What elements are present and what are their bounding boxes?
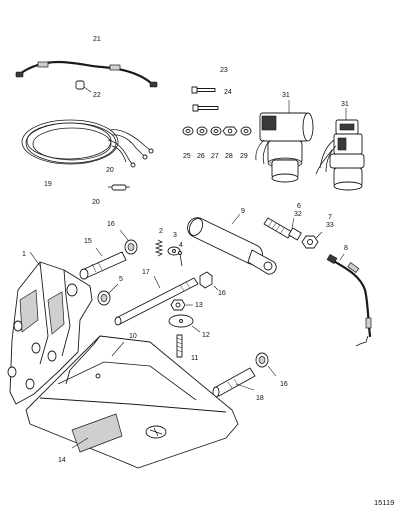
screw-25 [192, 104, 219, 112]
callout-26: 25 [183, 153, 191, 160]
pump-motor-31-left [255, 100, 314, 183]
callout-12: 12 [202, 332, 210, 339]
pump-motor-31-right [315, 108, 365, 191]
callout-15: 15 [84, 238, 92, 245]
callout-3: 3 [173, 232, 177, 239]
callout-30: 29 [240, 153, 248, 160]
bushing-16-lower [255, 352, 277, 377]
screw-24 [191, 86, 216, 94]
washer-28 [210, 126, 222, 136]
wire-harness-19 [21, 119, 154, 168]
pivot-pin-15 [79, 247, 127, 280]
callout-29: 28 [225, 153, 233, 160]
pivot-pin-18 [212, 367, 256, 398]
pivot-rod-17 [114, 275, 199, 326]
nut-29 [222, 126, 238, 136]
washer-30 [240, 126, 252, 136]
callout-4: 4 [179, 242, 183, 249]
callout-1: 1 [22, 251, 26, 258]
transom-bracket-1 [7, 251, 93, 405]
callout-18: 18 [256, 395, 264, 402]
washer-26 [182, 126, 194, 136]
callout-13: 13 [195, 302, 203, 309]
bolt-4 [178, 251, 183, 267]
callout-25: 24 [224, 89, 232, 96]
callout-14: 14 [58, 457, 66, 464]
callout-20: 20 [106, 167, 114, 174]
clip-3 [167, 246, 181, 256]
callout-23: 22 [93, 92, 101, 99]
fuse-21 [108, 184, 130, 191]
figure-number: 15119 [374, 498, 394, 507]
callout-labels: 21 22 23 24 25 26 27 28 29 31 31 20 19 2… [22, 36, 394, 507]
bushing-5 [97, 283, 119, 306]
callout-17: 17 [142, 269, 150, 276]
callout-10: 10 [129, 333, 137, 340]
callout-2: 2 [159, 228, 163, 235]
callout-19: 19 [44, 181, 52, 188]
callout-31-right: 31 [341, 101, 349, 108]
callout-8: 8 [344, 245, 348, 252]
hydraulic-hose-22 [15, 60, 158, 88]
washer-27 [196, 126, 208, 136]
spring-2 [154, 239, 164, 257]
callout-9: 9 [241, 208, 245, 215]
callout-24: 23 [220, 67, 228, 74]
nut-13 [170, 299, 193, 311]
hose-cap-23 [75, 80, 92, 93]
callout-33: 33 [326, 222, 334, 229]
callout-16-upper: 16 [107, 221, 115, 228]
callout-6: 6 [297, 203, 301, 210]
bushing-16-upper [119, 229, 138, 255]
callout-16-lower: 16 [280, 381, 288, 388]
callout-11: 11 [191, 355, 198, 362]
nut-7 [301, 231, 323, 249]
hydraulic-line-8 [326, 253, 372, 347]
callout-31-left: 31 [282, 92, 290, 99]
disk-washer-12 [168, 314, 201, 333]
callout-28: 27 [211, 153, 219, 160]
trim-cylinder-9 [187, 213, 277, 275]
stud-11 [176, 334, 183, 358]
callout-27: 26 [197, 153, 205, 160]
callout-5: 5 [119, 276, 123, 283]
callout-7: 7 [328, 214, 332, 221]
fitting-6 [263, 217, 302, 241]
mounting-plate-14 [25, 335, 239, 469]
nut-16-mid [199, 271, 219, 291]
callout-16-mid: 16 [218, 290, 226, 297]
callout-22: 21 [93, 36, 101, 43]
callout-21: 20 [92, 199, 100, 206]
callout-32: 32 [294, 211, 302, 218]
